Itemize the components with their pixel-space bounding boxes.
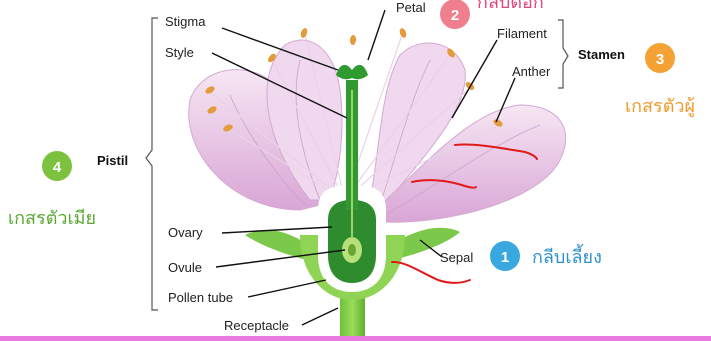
anther bbox=[398, 27, 407, 38]
badge-stamen-number: 3 bbox=[656, 51, 664, 68]
label-pollen-tube: Pollen tube bbox=[168, 290, 233, 305]
label-ovule: Ovule bbox=[168, 260, 202, 275]
badge-sepal-number: 1 bbox=[501, 249, 509, 266]
anther bbox=[350, 35, 357, 45]
badge-pistil: 4 bbox=[42, 151, 72, 181]
thai-pistil: เกสรตัวเมีย bbox=[8, 208, 96, 229]
badge-stamen: 3 bbox=[645, 43, 675, 73]
thai-petal: กลีบดอก bbox=[477, 0, 544, 13]
pistil-bracket bbox=[146, 18, 158, 310]
badge-petal-number: 2 bbox=[451, 7, 459, 24]
label-ovary: Ovary bbox=[168, 225, 203, 240]
label-filament: Filament bbox=[497, 26, 547, 41]
label-sepal: Sepal bbox=[440, 250, 473, 265]
label-petal: Petal bbox=[396, 0, 426, 15]
thai-stamen: เกสรตัวผู้ bbox=[625, 96, 695, 117]
stamen-bracket bbox=[558, 20, 568, 88]
label-receptacle: Receptacle bbox=[224, 318, 289, 333]
badge-sepal: 1 bbox=[490, 241, 520, 271]
thai-sepal: กลีบเลี้ยง bbox=[532, 244, 602, 268]
label-pistil: Pistil bbox=[97, 153, 128, 168]
label-stigma: Stigma bbox=[165, 14, 206, 29]
label-stamen: Stamen bbox=[578, 47, 625, 62]
badge-pistil-number: 4 bbox=[53, 159, 62, 176]
badge-petal: 2 bbox=[440, 0, 470, 29]
anther bbox=[299, 27, 308, 38]
label-style: Style bbox=[165, 45, 194, 60]
stigma bbox=[336, 65, 368, 79]
bottom-bar bbox=[0, 336, 711, 341]
label-anther: Anther bbox=[512, 64, 551, 79]
